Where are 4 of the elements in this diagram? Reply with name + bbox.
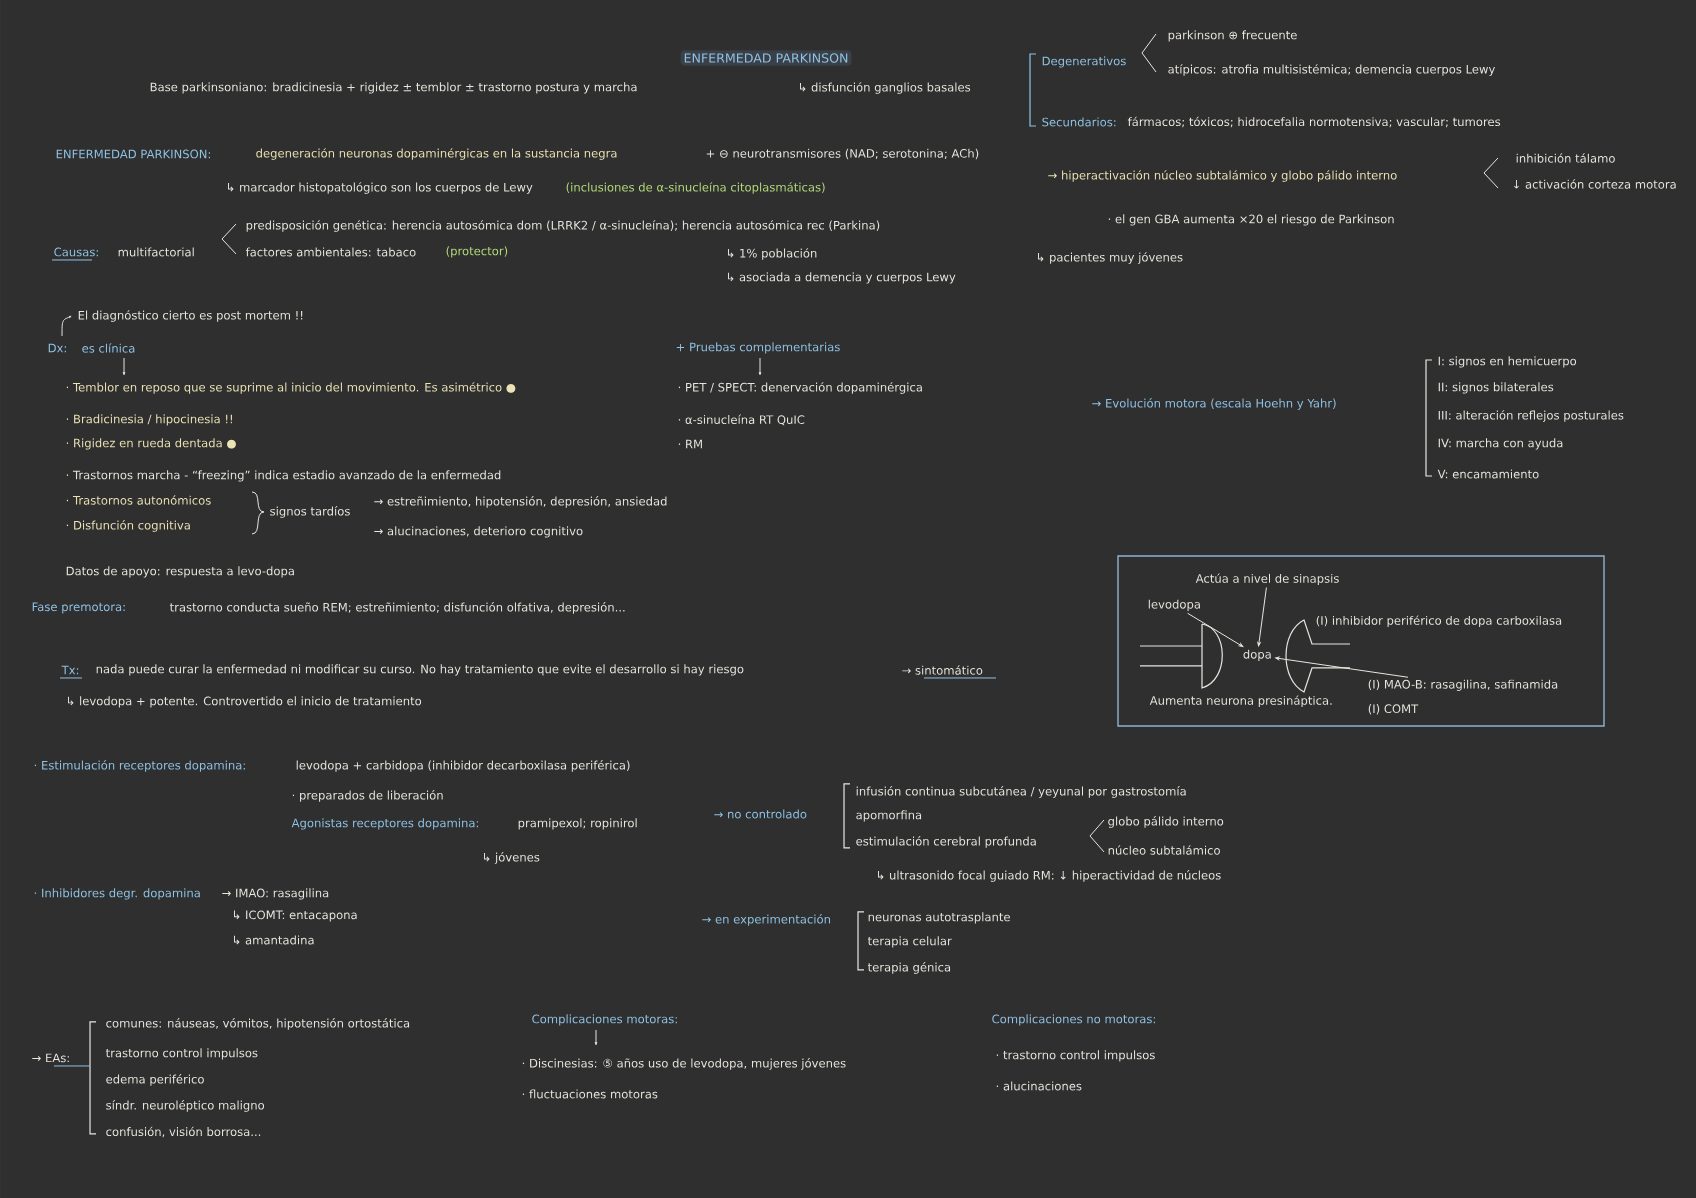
leader-arrow (1275, 656, 1409, 678)
leader-arrow (1257, 587, 1267, 647)
inset-frame (1117, 555, 1605, 727)
leader-arrow (1187, 612, 1244, 648)
